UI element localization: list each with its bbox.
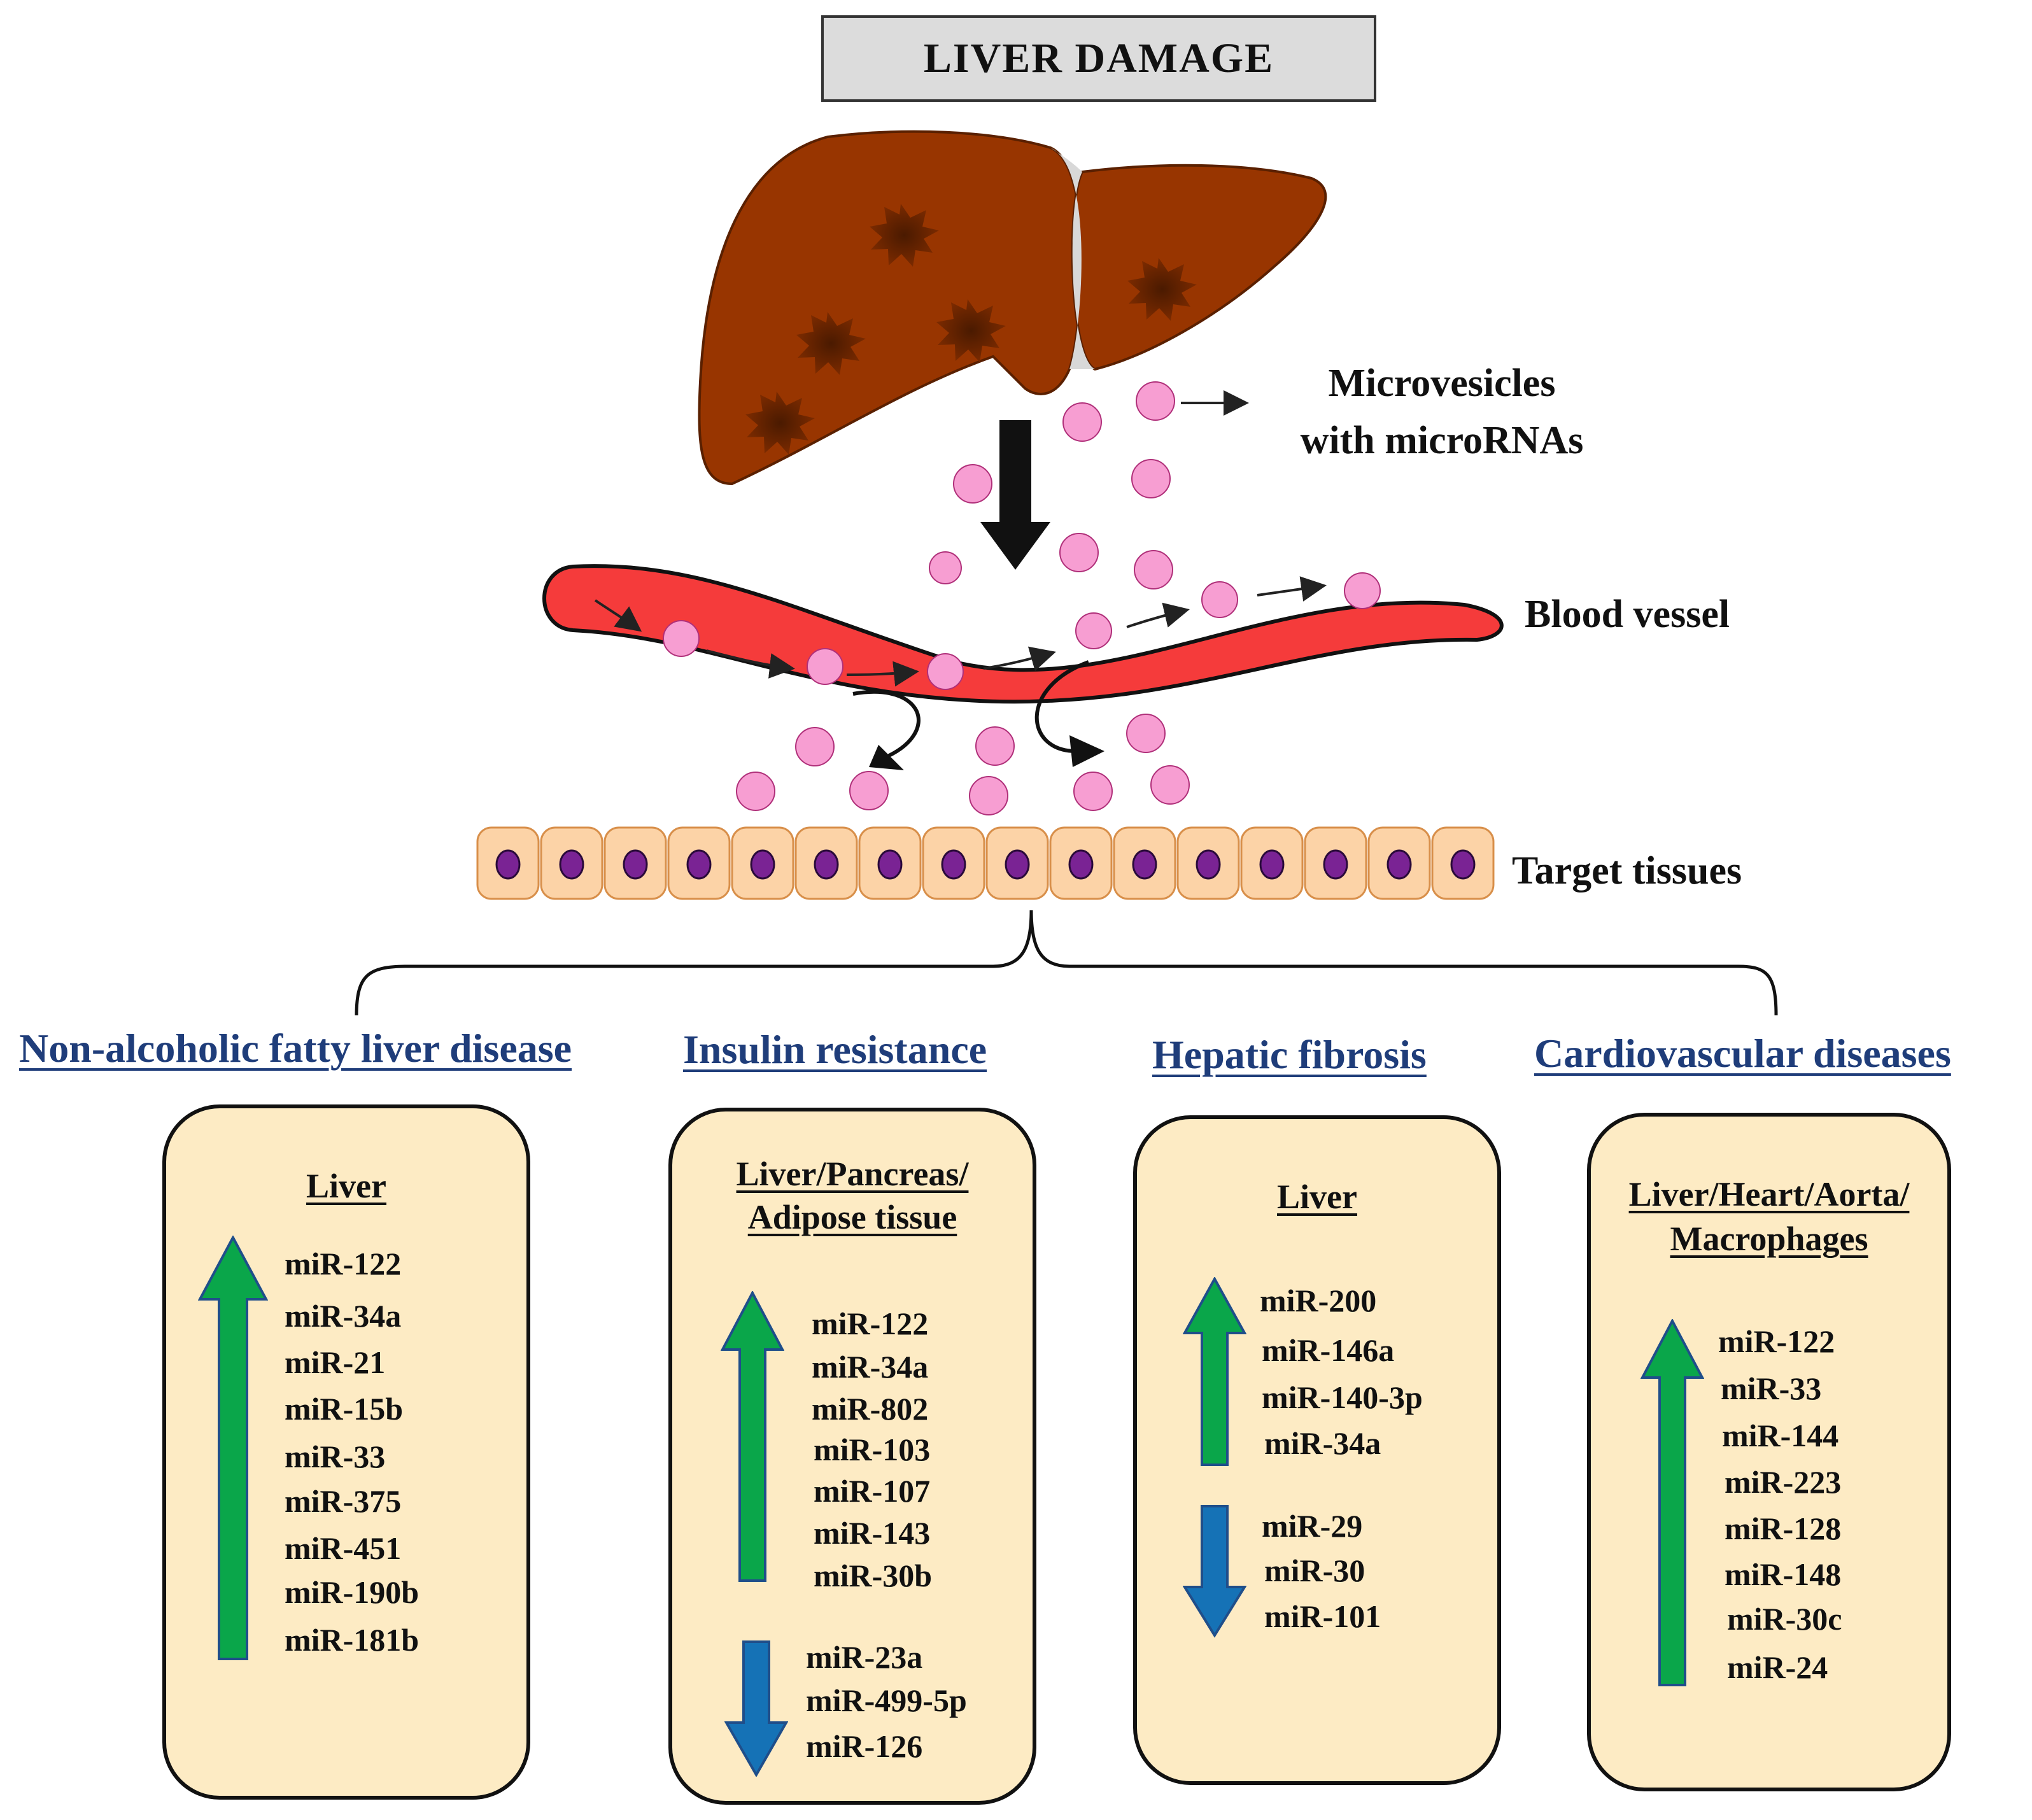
mirna-up: miR-34a	[285, 1298, 402, 1334]
cell-nucleus	[1068, 849, 1094, 880]
vesicles-in-vessel	[663, 572, 1381, 690]
panel-cardiovascular: Liver/Heart/Aorta/ Macrophages miR-122 m…	[1587, 1113, 1951, 1791]
cell-nucleus	[1196, 849, 1221, 880]
category-heading-hepatic-fibrosis: Hepatic fibrosis	[1152, 1032, 1427, 1077]
release-arrow-icon	[980, 420, 1050, 570]
mirna-up: miR-451	[285, 1530, 402, 1566]
mirna-up: miR-181b	[285, 1622, 420, 1658]
panel-nafld: Liver miR-122 miR-34a miR-21 miR-15b miR…	[162, 1104, 530, 1800]
vesicles-to-tissues	[736, 714, 1190, 815]
down-arrow-icon	[1183, 1505, 1246, 1638]
mirna-up: miR-107	[814, 1473, 931, 1509]
blood-vessel-label: Blood vessel	[1525, 593, 1730, 636]
mirna-up: miR-200	[1260, 1283, 1377, 1318]
up-arrow-icon	[1183, 1277, 1246, 1466]
mirna-down: miR-101	[1264, 1598, 1381, 1634]
mirna-up: miR-375	[285, 1483, 402, 1519]
up-arrow-icon	[721, 1291, 784, 1582]
title-box: LIVER DAMAGE	[821, 15, 1376, 102]
mirna-up: miR-122	[812, 1306, 929, 1341]
mirna-up: miR-148	[1725, 1556, 1842, 1592]
cell-nucleus	[1323, 849, 1348, 880]
cell-nucleus	[1132, 849, 1157, 880]
mirna-up: miR-15b	[285, 1391, 404, 1427]
cell-nucleus	[495, 849, 521, 880]
mirna-down: miR-126	[806, 1728, 923, 1764]
mirna-up: miR-21	[285, 1344, 386, 1380]
damaged-liver-icon	[698, 130, 1327, 486]
mirna-down: miR-499-5p	[806, 1682, 967, 1718]
mirna-up: miR-30b	[814, 1558, 933, 1593]
panel-insulin-resistance: Liver/Pancreas/ Adipose tissue miR-122 m…	[668, 1108, 1036, 1805]
branch-brace	[355, 910, 1778, 1016]
mirna-up: miR-143	[814, 1515, 931, 1551]
page-title: LIVER DAMAGE	[923, 35, 1274, 81]
cell-nucleus	[686, 849, 712, 880]
panel-heading: Liver/Heart/Aorta/	[1628, 1175, 1910, 1213]
down-arrow-icon	[724, 1640, 788, 1777]
up-arrow-icon	[198, 1236, 268, 1660]
mirna-up: miR-802	[812, 1391, 929, 1427]
mirna-up: miR-33	[1721, 1371, 1822, 1406]
exit-arrowhead-right	[1069, 735, 1104, 767]
mirna-up: miR-144	[1722, 1418, 1839, 1453]
exit-arrow-right	[1034, 660, 1090, 753]
cell-nucleus	[1005, 849, 1030, 880]
microvesicles-label-line2: with microRNAs	[1301, 419, 1584, 462]
cell-nucleus	[1259, 849, 1285, 880]
microvesicles-label-line1: Microvesicles	[1329, 362, 1556, 405]
mirna-up: miR-128	[1725, 1511, 1842, 1546]
mirna-up: miR-122	[1718, 1323, 1835, 1359]
liver-lesion-icon	[745, 204, 1197, 455]
cell-nucleus	[814, 849, 839, 880]
panel-heading: Macrophages	[1670, 1220, 1868, 1258]
mirna-down: miR-29	[1262, 1508, 1363, 1544]
target-tissue-cells	[476, 826, 1495, 900]
panel-heading: Liver	[306, 1167, 386, 1205]
category-heading-cardiovascular: Cardiovascular diseases	[1534, 1031, 1951, 1076]
cell-nucleus	[1450, 849, 1476, 880]
panel-heading: Liver/Pancreas/	[736, 1155, 969, 1193]
cell-nucleus	[1386, 849, 1412, 880]
panel-heading: Liver	[1277, 1178, 1357, 1216]
mirna-up: miR-24	[1727, 1649, 1828, 1685]
mirna-up: miR-34a	[812, 1349, 929, 1385]
vesicles-released	[929, 381, 1175, 589]
mirna-up: miR-140-3p	[1262, 1379, 1423, 1415]
mirna-up: miR-223	[1725, 1464, 1842, 1500]
panel-heading: Adipose tissue	[747, 1198, 957, 1236]
target-tissues-label: Target tissues	[1512, 849, 1742, 892]
cell-nucleus	[559, 849, 584, 880]
cell-nucleus	[623, 849, 648, 880]
mirna-up: miR-33	[285, 1439, 386, 1474]
up-arrow-icon	[1640, 1319, 1704, 1686]
mirna-up: miR-146a	[1262, 1332, 1395, 1368]
mirna-down: miR-30	[1264, 1553, 1365, 1588]
mirna-up: miR-122	[285, 1246, 402, 1281]
category-heading-nafld: Non-alcoholic fatty liver disease	[19, 1026, 572, 1071]
mirna-up: miR-30c	[1727, 1601, 1842, 1637]
mirna-down: miR-23a	[806, 1639, 923, 1675]
vessel-flow-arrows	[594, 576, 1327, 687]
mirna-up: miR-34a	[1264, 1425, 1381, 1461]
mirna-up: miR-190b	[285, 1574, 420, 1610]
exit-arrowhead-left	[869, 745, 904, 770]
cell-nucleus	[941, 849, 966, 880]
panel-hepatic-fibrosis: Liver miR-200 miR-146a miR-140-3p miR-34…	[1133, 1115, 1501, 1785]
cell-nucleus	[750, 849, 775, 880]
exit-arrow-left	[852, 689, 921, 759]
cell-nucleus	[877, 849, 903, 880]
category-heading-insulin-resistance: Insulin resistance	[683, 1027, 987, 1072]
mirna-up: miR-103	[814, 1432, 931, 1467]
